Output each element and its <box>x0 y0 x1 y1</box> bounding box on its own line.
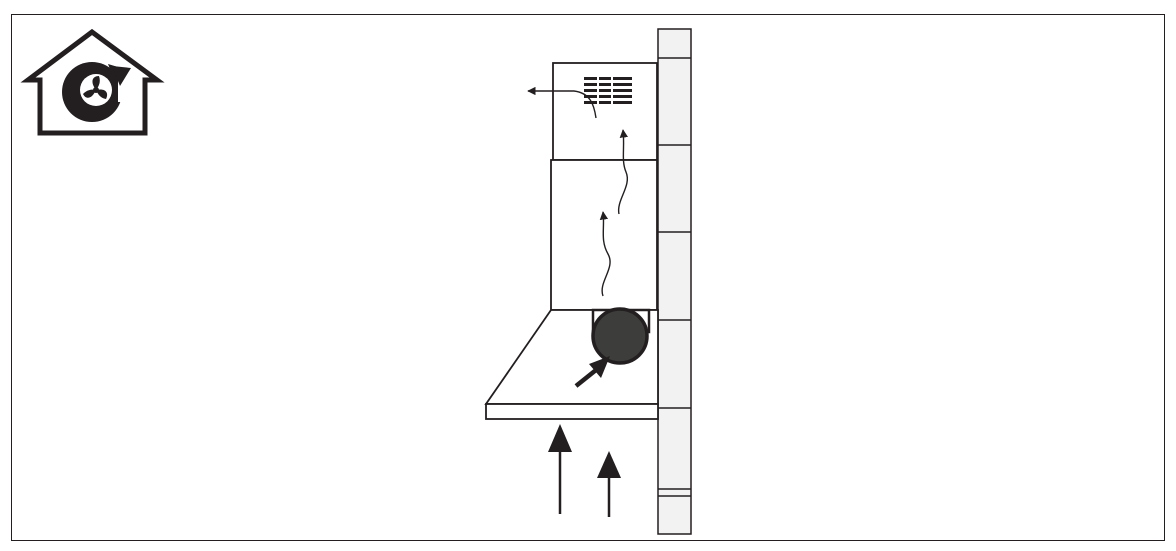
chimney-flow-arrows <box>599 129 629 297</box>
fan-icon <box>83 76 108 99</box>
carbon-filter <box>591 307 651 365</box>
rising-air-arrows <box>548 424 621 517</box>
exhaust-arrow <box>527 86 597 119</box>
recirculation-house-icon <box>20 28 165 136</box>
figure-frame <box>11 14 1165 541</box>
wall <box>657 28 692 535</box>
filter-intake-arrow <box>574 356 610 388</box>
chimney-lower-section <box>550 159 658 311</box>
vent-grille <box>584 75 632 106</box>
